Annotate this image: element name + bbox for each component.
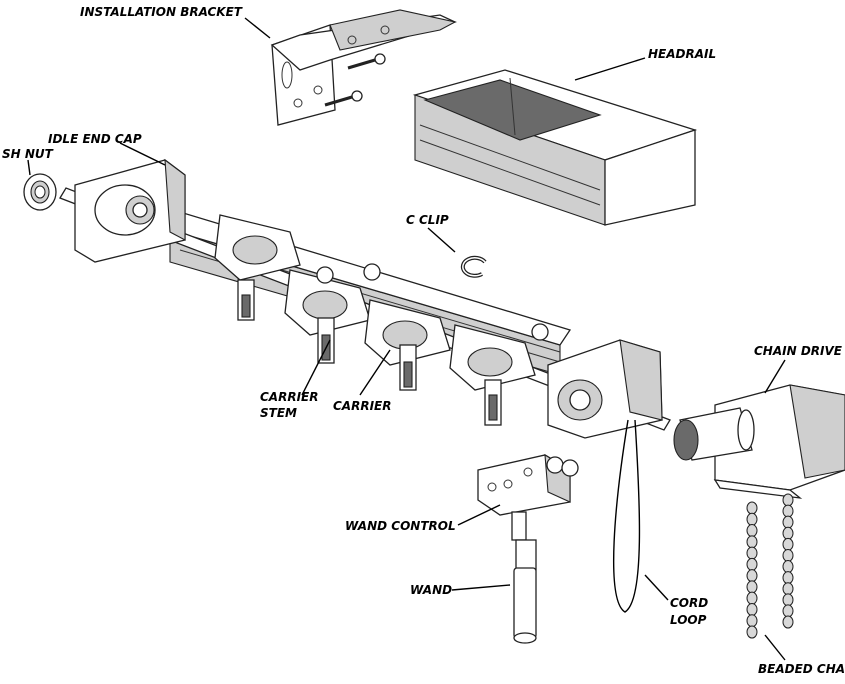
gear-box-part — [547, 339, 663, 439]
chain-bead — [746, 557, 758, 571]
chain-bead — [746, 546, 758, 560]
leader-lines — [27, 17, 786, 661]
chain-bead — [782, 582, 794, 596]
label-beaded-chain: BEADED CHA — [758, 662, 845, 676]
chain-bead — [782, 504, 794, 518]
chain-bead — [746, 591, 758, 605]
wand-control-part — [477, 453, 579, 516]
label-installation-bracket: INSTALLATION BRACKET — [80, 5, 243, 19]
chain-bead — [746, 580, 758, 594]
label-chain-drive: CHAIN DRIVE — [754, 344, 843, 358]
label-wand: WAND — [410, 583, 452, 597]
chain-bead — [782, 537, 794, 551]
cord-loop-part — [612, 419, 641, 613]
carrier-3 — [363, 263, 451, 391]
chain-bead — [782, 571, 794, 585]
label-idle-end-cap: IDLE END CAP — [48, 132, 142, 146]
label-bush-nut: SH NUT — [2, 147, 54, 161]
chain-bead — [746, 614, 758, 628]
chain-bead — [746, 625, 758, 639]
chain-bead — [746, 524, 758, 538]
c-clip-part — [460, 255, 487, 278]
chain-bead — [746, 535, 758, 549]
carrier-1 — [214, 214, 301, 321]
chain-bead — [782, 548, 794, 562]
chain-bead — [782, 526, 794, 540]
chain-bead — [782, 560, 794, 574]
label-headrail: HEADRAIL — [648, 47, 716, 61]
label-cord-loop-line1: CORD — [670, 596, 708, 610]
chain-bead — [746, 501, 758, 515]
bush-nut-part — [23, 173, 57, 211]
label-carrier-stem-line1: CARRIER — [260, 390, 318, 404]
label-carrier: CARRIER — [333, 399, 391, 413]
chain-bead — [746, 569, 758, 583]
beaded-chain-part — [746, 493, 794, 639]
chain-bead — [782, 493, 794, 507]
chain-bead — [782, 515, 794, 529]
label-wand-control: WAND CONTROL — [345, 519, 456, 533]
chain-drive-part — [673, 384, 845, 499]
carrier-4 — [449, 323, 549, 426]
installation-bracket-part — [270, 9, 457, 126]
wand-part — [511, 511, 537, 644]
headrail-part — [412, 69, 698, 226]
idle-end-cap-part — [74, 158, 186, 263]
chain-bead — [782, 615, 794, 629]
chain-bead — [746, 602, 758, 616]
label-cord-loop-line2: LOOP — [670, 613, 707, 627]
chain-bead — [782, 604, 794, 618]
chain-bead — [746, 512, 758, 526]
chain-bead — [782, 593, 794, 607]
label-carrier-stem-line2: STEM — [260, 406, 297, 420]
label-c-clip: C CLIP — [406, 213, 449, 227]
